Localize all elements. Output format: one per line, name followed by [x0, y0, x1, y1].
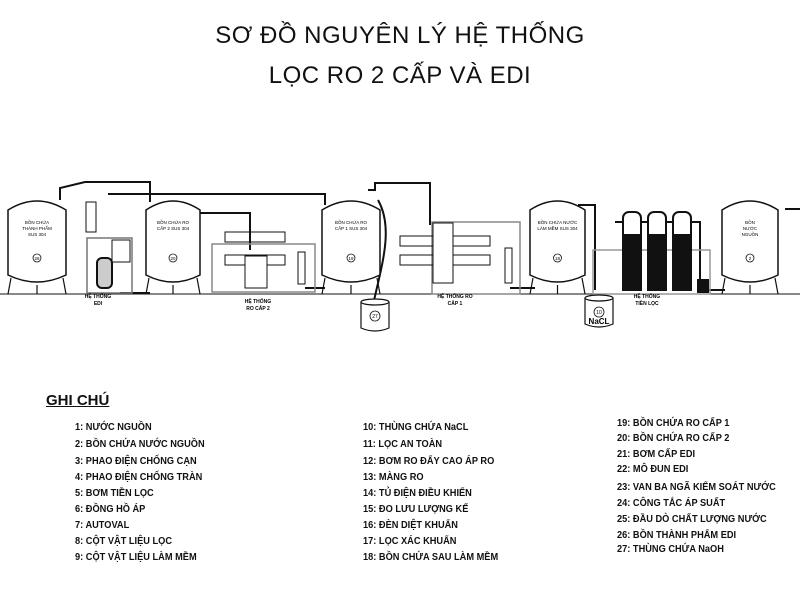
- legend-item: 15: ĐO LƯU LƯỢNG KẾ: [363, 503, 469, 515]
- system-label: HỆ THỐNG: [634, 292, 661, 300]
- edi-frame: [86, 237, 133, 294]
- legend-item: 7: AUTOVAL: [75, 519, 130, 531]
- legend-item: 20: BỒN CHỨA RO CẤP 2: [617, 432, 730, 444]
- legend-item: 18: BỒN CHỨA SAU LÀM MỀM: [363, 551, 499, 563]
- tank-label: BỒN: [745, 219, 755, 225]
- legend-item: 11: LỌC AN TOÀN: [363, 438, 443, 450]
- system-label: CẤP 1: [448, 300, 463, 307]
- prefilter-media: [672, 234, 692, 291]
- pipe: [578, 204, 596, 290]
- edi-module: [96, 257, 113, 289]
- tank-label: BỒN CHỨA RO: [335, 219, 368, 225]
- legend-item: 25: ĐẦU DÒ CHẤT LƯỢNG NƯỚC: [617, 513, 767, 525]
- pipe: [368, 182, 431, 225]
- pipe: [371, 199, 387, 311]
- ro2-pump: [297, 251, 306, 285]
- ro1-frame: [431, 221, 521, 295]
- pipe: [195, 212, 251, 250]
- legend-item: 1: NƯỚC NGUỒN: [75, 421, 152, 433]
- system-label: EDI: [94, 301, 103, 307]
- legend-item: 5: BƠM TIỀN LỌC: [75, 487, 154, 499]
- tank-number: 2: [749, 256, 752, 261]
- pipe: [59, 181, 151, 202]
- tank-number-marker: 18: [553, 253, 562, 263]
- tank-number-marker: 2: [745, 253, 755, 263]
- legend-item: 14: TỦ ĐIỆN ĐIỀU KHIỂN: [363, 487, 472, 499]
- legend-item: 6: ĐỒNG HỒ ÁP: [75, 503, 146, 515]
- legend-item: 16: ĐÈN DIỆT KHUẨN: [363, 519, 458, 531]
- legend-item: 8: CỘT VẬT LIỆU LỌC: [75, 535, 173, 547]
- tank-number-marker: 20: [168, 253, 178, 263]
- ro1-pump: [504, 247, 513, 284]
- pipe: [108, 193, 326, 205]
- system-label: TIỀN LỌC: [635, 300, 659, 307]
- tank-number: 18: [555, 256, 561, 261]
- legend-heading: GHI CHÚ: [46, 392, 110, 409]
- legend-item: 23: VAN BA NGÃ KIỂM SOÁT NƯỚC: [617, 481, 776, 493]
- legend-item: 12: BƠM RO ĐẨY CAO ÁP RO: [363, 455, 495, 467]
- legend-item: 24: CÔNG TẮC ÁP SUẤT: [617, 497, 726, 509]
- ro2-membrane: [224, 231, 286, 243]
- legend-item: 3: PHAO ĐIỆN CHỐNG CẠN: [75, 455, 197, 467]
- legend-item: 26: BỒN THÀNH PHẨM EDI: [617, 529, 737, 541]
- legend-item: 9: CỘT VẬT LIỆU LÀM MỀM: [75, 551, 197, 563]
- diagram-title-line-1: SƠ ĐỒ NGUYÊN LÝ HỆ THỐNG: [215, 22, 585, 49]
- legend-item: 21: BƠM CẤP EDI: [617, 448, 696, 460]
- tank-label: BỒN CHỨA: [25, 219, 49, 225]
- legend-item: 2: BỒN CHỨA NƯỚC NGUỒN: [75, 438, 205, 450]
- tank-label: BỒN CHỨA RO: [157, 219, 190, 225]
- tank-label: CẤP 1 SUS 304: [335, 225, 368, 231]
- legend-item: 22: MÔ ĐUN EDI: [617, 463, 689, 475]
- ro2-frame: [211, 243, 316, 293]
- legend-item: 27: THÙNG CHỨA NaOH: [617, 543, 724, 555]
- system-label: RO CẤP 2: [246, 305, 270, 312]
- legend-item: 17: LỌC XÁC KHUẨN: [363, 535, 457, 547]
- ro2-control-panel: [244, 255, 268, 289]
- tank-label: BỒN CHỨA NƯỚC: [538, 219, 578, 225]
- tank-label: SUS 304: [28, 232, 47, 237]
- chemical-drum: 27: [360, 298, 390, 332]
- system-label: HỆ THỐNG: [85, 292, 112, 300]
- pipe: [615, 221, 701, 290]
- prefilter-media: [647, 234, 667, 291]
- system-label: HỆ THỐNG: [245, 297, 272, 305]
- edi-flowmeter: [85, 201, 97, 233]
- edi-control-panel: [111, 239, 131, 263]
- drum-number: 27: [372, 314, 378, 320]
- legend-item: 19: BỒN CHỨA RO CẤP 1: [617, 417, 730, 429]
- drum-label: NaCL: [589, 317, 610, 326]
- tank-number: 20: [170, 256, 176, 261]
- tank-label: THÀNH PHẨM: [22, 225, 52, 231]
- tank-label: LÀM MỀM SUS 304: [537, 225, 578, 231]
- prefilter-pump: [697, 279, 709, 293]
- legend-item: 13: MÀNG RO: [363, 471, 424, 483]
- tank-label: CẤP 2 SUS 304: [157, 225, 190, 231]
- tank-label: NƯỚC: [743, 225, 758, 231]
- drum-number: 10: [596, 310, 602, 316]
- tank-number-marker: 19: [346, 253, 356, 263]
- legend-item: 4: PHAO ĐIỆN CHỐNG TRÀN: [75, 471, 203, 483]
- tank-label: NGUỒN: [742, 231, 759, 237]
- system-label: HỆ THỐNG RO: [437, 292, 472, 300]
- prefilter-media: [622, 234, 642, 291]
- tank-number: 26: [34, 256, 40, 261]
- legend-item: 10: THÙNG CHỨA NaCL: [363, 421, 469, 433]
- ro1-control-panel: [432, 222, 454, 284]
- tank-number: 19: [348, 256, 354, 261]
- tank-number-marker: 26: [32, 253, 42, 263]
- diagram-title-line-2: LỌC RO 2 CẤP VÀ EDI: [268, 62, 532, 89]
